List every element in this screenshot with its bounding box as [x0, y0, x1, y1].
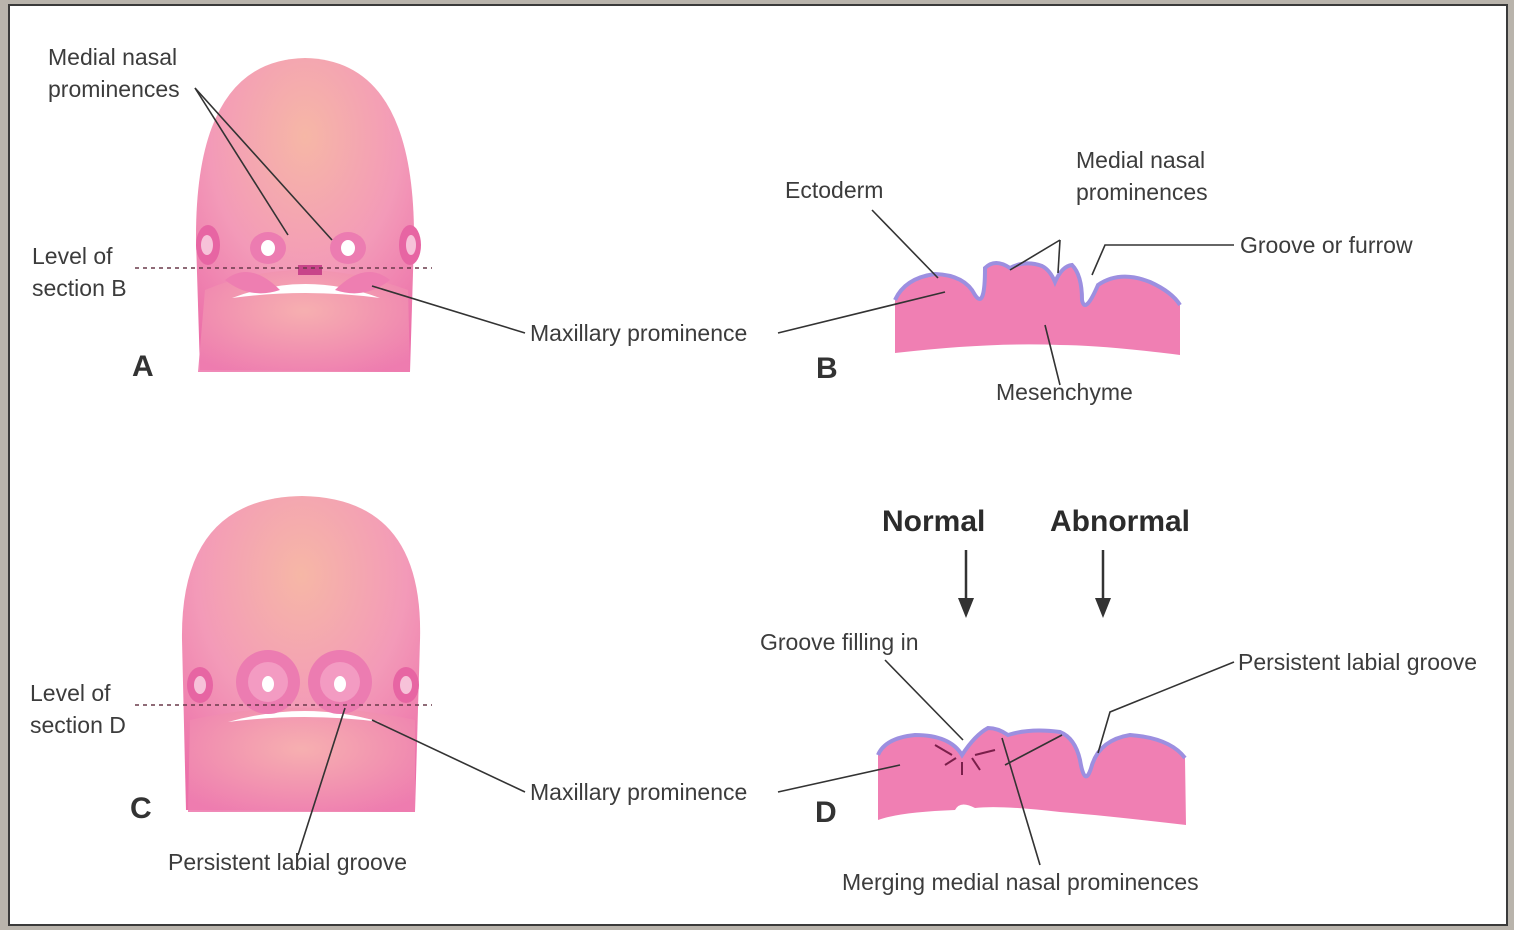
- label-d-persistent: Persistent labial groove: [1238, 649, 1477, 675]
- normal-arrow: [958, 550, 974, 618]
- label-d-abnormal: Abnormal: [1050, 505, 1190, 538]
- label-b-mesenchyme: Mesenchyme: [996, 379, 1133, 405]
- label-d-normal: Normal: [882, 505, 985, 538]
- label-c-maxillary: Maxillary prominence: [530, 779, 747, 805]
- panel-letter-c: C: [130, 792, 152, 825]
- label-a-medial-nasal-2: prominences: [48, 76, 180, 102]
- embryo-face-c: [182, 496, 420, 812]
- label-d-merging: Merging medial nasal prominences: [842, 869, 1199, 895]
- label-b-ectoderm: Ectoderm: [785, 177, 883, 203]
- label-a-level-2: section B: [32, 275, 127, 301]
- abnormal-arrow: [1095, 550, 1111, 618]
- label-a-medial-nasal-1: Medial nasal: [48, 44, 177, 70]
- panel-letter-a: A: [132, 350, 154, 383]
- label-a-maxillary: Maxillary prominence: [530, 320, 747, 346]
- label-d-filling: Groove filling in: [760, 629, 919, 655]
- section-d-tissue: [878, 728, 1186, 825]
- label-b-groove: Groove or furrow: [1240, 232, 1413, 258]
- panel-letter-b: B: [816, 352, 838, 385]
- label-a-level-1: Level of: [32, 243, 113, 269]
- panel-letter-d: D: [815, 796, 837, 829]
- label-c-level-1: Level of: [30, 680, 111, 706]
- label-b-medial-nasal-2: prominences: [1076, 179, 1208, 205]
- label-b-medial-nasal-1: Medial nasal: [1076, 147, 1205, 173]
- label-c-level-2: section D: [30, 712, 126, 738]
- label-c-persistent: Persistent labial groove: [168, 849, 407, 875]
